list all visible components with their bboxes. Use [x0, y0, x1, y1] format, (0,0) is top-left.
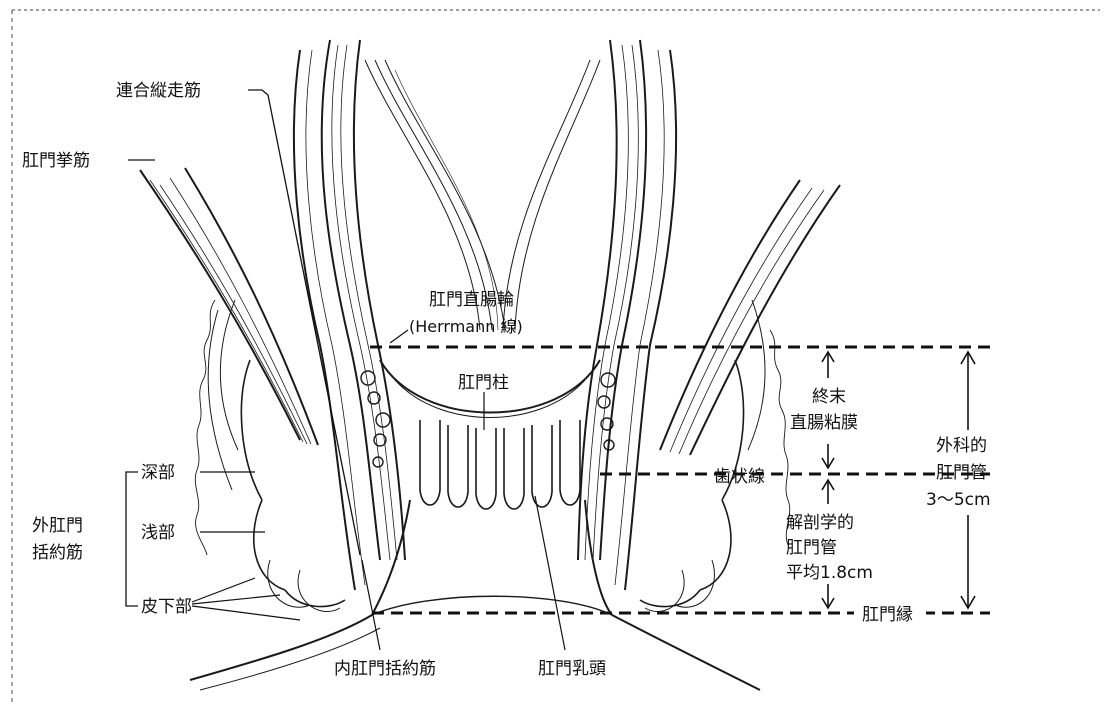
- label-chokucho-ring-1: 肛門直腸輪: [429, 290, 514, 310]
- label-surgical-canal-1: 外科的: [936, 436, 987, 456]
- perianal-fat: [195, 300, 789, 555]
- external-sphincter-left: [208, 300, 345, 612]
- anal-canal-lower: [372, 500, 612, 615]
- anatomy-illustration: [140, 40, 840, 690]
- leader-rengo: [248, 90, 360, 555]
- label-anatomical-canal-2: 肛門管: [786, 538, 837, 558]
- label-surgical-canal-2: 肛門管: [936, 463, 987, 483]
- label-external-sphincter-1: 外肛門: [32, 516, 83, 536]
- label-anal-verge: 肛門縁: [862, 605, 913, 625]
- label-terminal-mucosa-1: 終末: [812, 387, 846, 407]
- label-rengo: 連合縦走筋: [116, 81, 201, 101]
- bracket-external-sphincter: [126, 472, 138, 606]
- leader-anal-papilla: [535, 496, 565, 650]
- leader-subcutaneous-3: [192, 606, 300, 620]
- skin-surface: [190, 615, 760, 690]
- anal-columns: [420, 420, 580, 509]
- label-anatomical-canal-3: 平均1.8cm: [786, 563, 873, 583]
- labels: 連合縦走筋 肛門挙筋 肛門直腸輪 (Herrmann 線) 肛門柱 終末 直腸粘…: [22, 81, 991, 679]
- label-terminal-mucosa-2: 直腸粘膜: [790, 413, 858, 433]
- label-dentate-line: 歯状線: [714, 467, 765, 487]
- label-internal-sphincter: 内肛門括約筋: [334, 659, 436, 679]
- label-external-sphincter-2: 括約筋: [32, 543, 83, 563]
- label-surgical-canal-3: 3〜5cm: [926, 490, 991, 510]
- rectal-wall-right: [578, 40, 676, 590]
- rectal-wall-left: [294, 40, 405, 590]
- label-anal-papilla: 肛門乳頭: [538, 659, 606, 679]
- label-anatomical-canal-1: 解剖学的: [786, 513, 854, 533]
- label-deep: 深部: [141, 463, 175, 483]
- leader-herrmann: [390, 330, 408, 343]
- label-kyokin: 肛門挙筋: [22, 151, 90, 171]
- label-chokucho-ring-2: (Herrmann 線): [409, 317, 523, 336]
- label-subcutaneous: 皮下部: [141, 597, 192, 617]
- label-superficial: 浅部: [141, 523, 175, 543]
- arrows-terminal-mucosa: [822, 352, 834, 468]
- label-anal-columns: 肛門柱: [458, 373, 509, 393]
